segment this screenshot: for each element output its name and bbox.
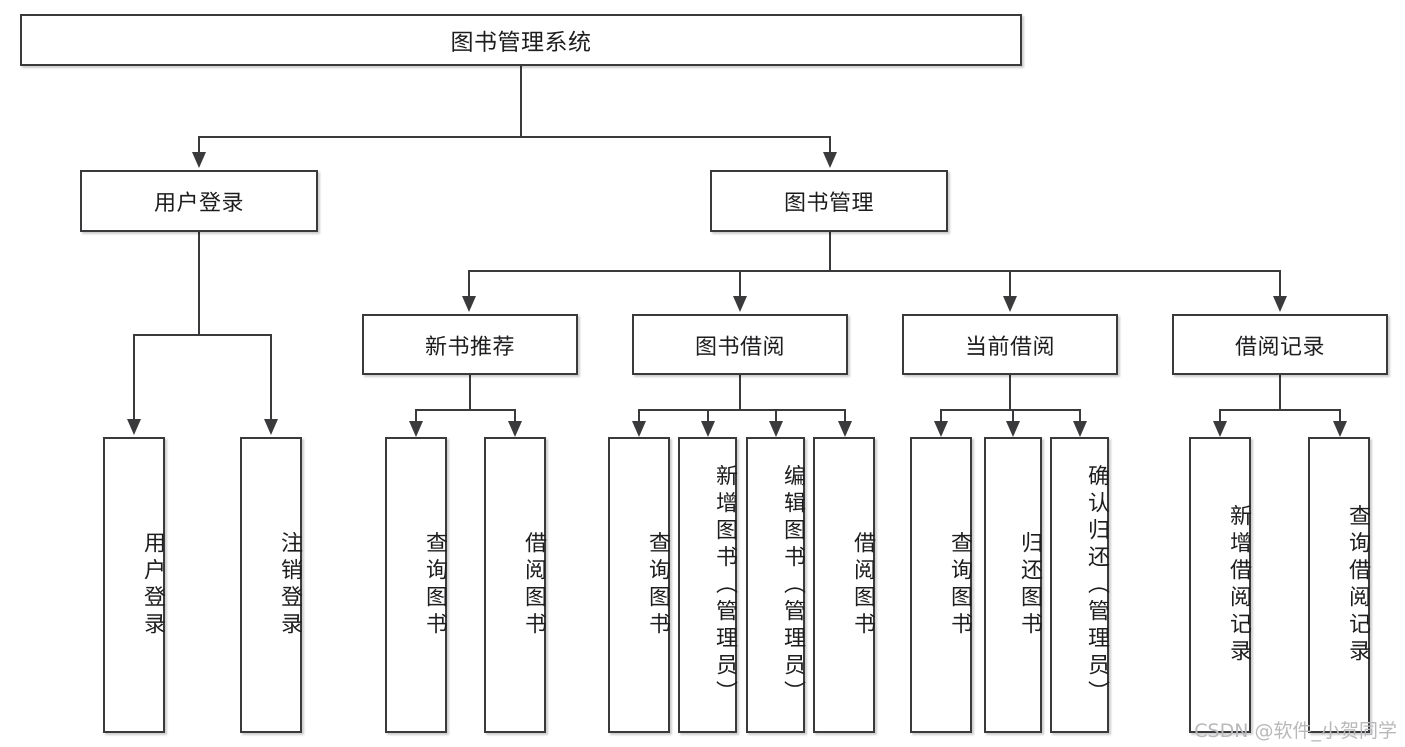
node-book-borrow[interactable]: 图书借阅	[632, 314, 848, 375]
node-new-book-recommend-label: 新书推荐	[424, 334, 515, 360]
arrow-newbook-leaf-1	[409, 421, 423, 437]
arrow-books-to-n3	[1003, 296, 1017, 312]
connector-borrow-stem	[739, 375, 741, 409]
leaf-label: 借阅图书	[521, 531, 546, 639]
connector-books-to-n2	[739, 270, 741, 296]
leaf-label: 编辑图书（管理员）	[780, 463, 805, 707]
leaf-query-book-borrow[interactable]: 查询图书	[608, 437, 670, 733]
connector-login-stem	[198, 232, 200, 334]
leaf-label: 查询图书	[422, 531, 447, 639]
arrow-borrow-leaf-2	[701, 421, 715, 437]
leaf-query-book-newbook[interactable]: 查询图书	[385, 437, 447, 733]
connector-books-bus	[468, 270, 1280, 272]
connector-current-stem	[1009, 375, 1011, 409]
node-book-management-label: 图书管理	[783, 191, 874, 216]
connector-record-bus	[1219, 409, 1340, 411]
arrow-root-to-books	[823, 152, 837, 168]
leaf-return-book[interactable]: 归还图书	[984, 437, 1042, 733]
node-book-management[interactable]: 图书管理	[710, 170, 948, 232]
leaf-label: 新增借阅记录	[1226, 504, 1251, 666]
leaf-edit-book-admin[interactable]: 编辑图书（管理员）	[746, 437, 805, 733]
leaf-label: 查询图书	[645, 531, 670, 639]
arrow-borrow-leaf-3	[769, 421, 783, 437]
node-user-login[interactable]: 用户登录	[80, 170, 318, 232]
arrow-borrow-leaf-4	[838, 421, 852, 437]
connector-borrow-leaf-3	[775, 409, 777, 421]
leaf-label: 用户登录	[140, 531, 165, 639]
connector-newbook-bus	[415, 409, 515, 411]
leaf-label: 借阅图书	[850, 531, 875, 639]
node-root-label: 图书管理系统	[450, 30, 592, 56]
node-user-login-label: 用户登录	[153, 191, 244, 216]
node-current-borrow[interactable]: 当前借阅	[902, 314, 1118, 375]
connector-books-to-n4	[1279, 270, 1281, 296]
connector-newbook-leaf-2	[514, 409, 516, 421]
leaf-query-borrow-record[interactable]: 查询借阅记录	[1308, 437, 1370, 733]
leaf-label: 归还图书	[1017, 531, 1042, 639]
node-book-borrow-label: 图书借阅	[694, 334, 785, 360]
connector-borrow-leaf-2	[707, 409, 709, 421]
leaf-confirm-return-admin[interactable]: 确认归还（管理员）	[1050, 437, 1109, 733]
arrow-books-to-n2	[733, 296, 747, 312]
node-borrow-record-label: 借阅记录	[1234, 334, 1325, 360]
connector-books-to-n1	[468, 270, 470, 296]
leaf-label: 新增图书（管理员）	[712, 463, 737, 707]
arrow-root-to-login	[192, 152, 206, 168]
arrow-borrow-leaf-1	[632, 421, 646, 437]
connector-current-bus	[940, 409, 1080, 411]
node-borrow-record[interactable]: 借阅记录	[1172, 314, 1388, 375]
connector-root-to-login	[198, 136, 200, 154]
leaf-logout[interactable]: 注销登录	[240, 437, 302, 733]
leaf-add-borrow-record[interactable]: 新增借阅记录	[1189, 437, 1251, 733]
connector-record-stem	[1279, 375, 1281, 409]
node-current-borrow-label: 当前借阅	[964, 334, 1055, 360]
connector-newbook-leaf-1	[415, 409, 417, 421]
connector-borrow-leaf-1	[638, 409, 640, 421]
connector-newbook-stem	[469, 375, 471, 409]
arrow-login-leaf-1	[127, 419, 141, 435]
leaf-add-book-admin[interactable]: 新增图书（管理员）	[678, 437, 737, 733]
connector-record-leaf-2	[1339, 409, 1341, 421]
leaf-label: 注销登录	[277, 531, 302, 639]
connector-borrow-leaf-4	[844, 409, 846, 421]
connector-login-leaf-1	[133, 334, 135, 419]
arrow-books-to-n4	[1273, 296, 1287, 312]
leaf-borrow-book[interactable]: 借阅图书	[813, 437, 875, 733]
node-root[interactable]: 图书管理系统	[20, 14, 1022, 66]
arrow-record-leaf-1	[1213, 421, 1227, 437]
arrow-current-leaf-3	[1073, 421, 1087, 437]
leaf-label: 确认归还（管理员）	[1084, 463, 1109, 707]
connector-books-stem	[829, 232, 831, 270]
connector-current-leaf-1	[940, 409, 942, 421]
arrow-record-leaf-2	[1333, 421, 1347, 437]
arrow-newbook-leaf-2	[508, 421, 522, 437]
leaf-label: 查询借阅记录	[1345, 504, 1370, 666]
connector-current-leaf-3	[1079, 409, 1081, 421]
connector-root-to-books	[829, 136, 831, 154]
csdn-watermark: CSDN @软件_小贺同学	[1194, 720, 1397, 742]
arrow-login-leaf-2	[264, 419, 278, 435]
connector-borrow-bus	[638, 409, 844, 411]
leaf-user-login[interactable]: 用户登录	[103, 437, 165, 733]
connector-books-to-n3	[1009, 270, 1011, 296]
arrow-current-leaf-1	[934, 421, 948, 437]
node-new-book-recommend[interactable]: 新书推荐	[362, 314, 578, 375]
connector-record-leaf-1	[1219, 409, 1221, 421]
connector-root-bus	[198, 136, 830, 138]
connector-current-leaf-2	[1012, 409, 1014, 421]
connector-login-leaf-2	[270, 334, 272, 419]
arrow-books-to-n1	[462, 296, 476, 312]
connector-login-bus	[133, 334, 271, 336]
connector-root-stem	[520, 66, 522, 136]
leaf-query-book-current[interactable]: 查询图书	[910, 437, 972, 733]
leaf-borrow-book-newbook[interactable]: 借阅图书	[484, 437, 546, 733]
leaf-label: 查询图书	[947, 531, 972, 639]
arrow-current-leaf-2	[1006, 421, 1020, 437]
